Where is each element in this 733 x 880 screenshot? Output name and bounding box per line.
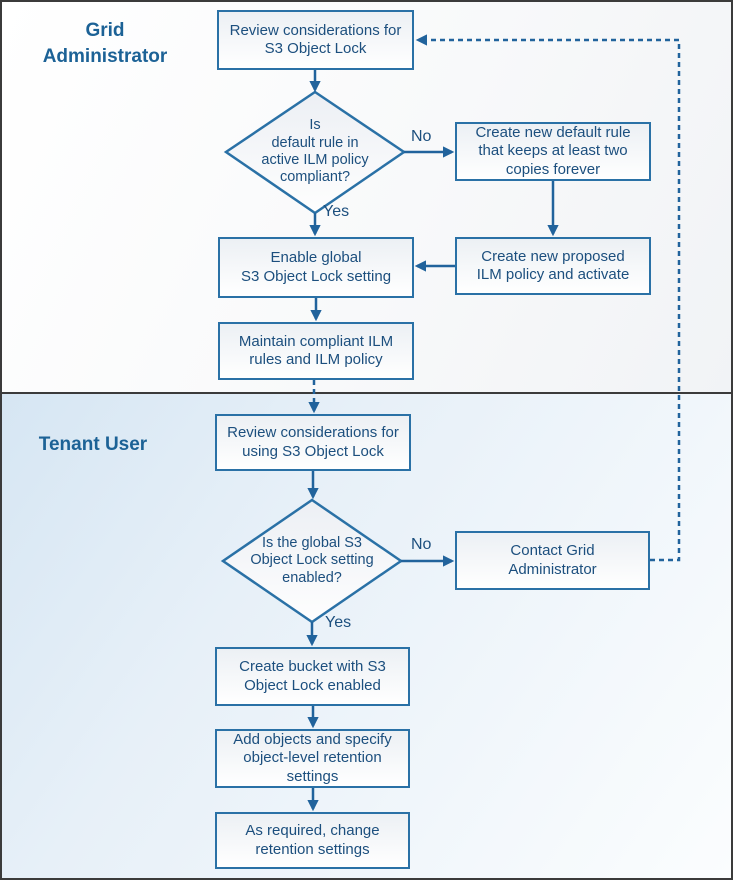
node-review-considerations-tenant: Review considerations for using S3 Objec… bbox=[215, 414, 411, 471]
lane-grid-administrator-label: Grid Administrator bbox=[42, 20, 168, 67]
node-change-retention-text: As required, change retention settings bbox=[245, 822, 380, 858]
edge-label-yes-1: Yes bbox=[323, 203, 350, 220]
node-create-default-rule-text: Create new default rule that keeps at le… bbox=[475, 124, 631, 178]
node-maintain-ilm-text: Maintain compliant ILM rules and ILM pol… bbox=[238, 332, 394, 368]
node-change-retention: As required, change retention settings bbox=[215, 812, 410, 869]
edge-label-yes-2: Yes bbox=[325, 614, 352, 631]
node-create-default-rule: Create new default rule that keeps at le… bbox=[455, 122, 651, 181]
node-create-bucket-text: Create bucket with S3 Object Lock enable… bbox=[239, 658, 386, 694]
node-create-ilm-policy: Create new proposed ILM policy and activ… bbox=[455, 237, 651, 295]
node-enable-global-setting-text: Enable global S3 Object Lock setting bbox=[240, 249, 392, 285]
node-contact-grid-administrator-text: Contact Grid Administrator bbox=[508, 542, 597, 578]
node-review-considerations-grid: Review considerations for S3 Object Lock bbox=[217, 10, 414, 70]
node-add-objects: Add objects and specify object-level ret… bbox=[215, 729, 410, 788]
node-create-bucket: Create bucket with S3 Object Lock enable… bbox=[215, 647, 410, 706]
node-review-considerations-grid-text: Review considerations for S3 Object Lock bbox=[229, 21, 402, 57]
node-review-considerations-tenant-text: Review considerations for using S3 Objec… bbox=[227, 424, 399, 460]
node-create-ilm-policy-text: Create new proposed ILM policy and activ… bbox=[476, 247, 630, 283]
edge-label-no-2: No bbox=[411, 536, 432, 553]
lane-tenant-user-label: Tenant User bbox=[38, 434, 148, 455]
node-contact-grid-administrator: Contact Grid Administrator bbox=[455, 531, 650, 590]
edge-label-no-1: No bbox=[411, 128, 432, 145]
node-enable-global-setting: Enable global S3 Object Lock setting bbox=[218, 237, 414, 298]
node-maintain-ilm: Maintain compliant ILM rules and ILM pol… bbox=[218, 322, 414, 380]
node-add-objects-text: Add objects and specify object-level ret… bbox=[233, 731, 392, 785]
